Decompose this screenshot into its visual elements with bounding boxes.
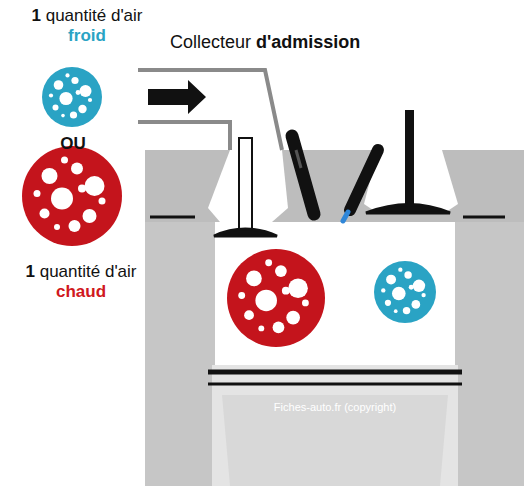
cold-air-label: 1 quantité d'air froid <box>28 6 146 47</box>
cold-air-circle <box>374 261 436 323</box>
manifold-wall <box>138 70 282 150</box>
air-bubble <box>265 259 272 266</box>
air-bubble <box>71 77 78 84</box>
air-bubble <box>49 93 53 97</box>
air-bubble <box>302 299 309 306</box>
air-bubble <box>53 105 59 111</box>
air-bubble <box>288 278 308 298</box>
air-bubble <box>398 268 402 272</box>
air-bubble <box>381 288 385 292</box>
air-bubble <box>404 271 411 278</box>
manifold-label: Collecteur d'admission <box>170 32 430 54</box>
air-bubble <box>403 307 410 314</box>
air-bubble <box>255 290 277 312</box>
hot-air-label: 1 quantité d'air chaud <box>22 262 140 303</box>
air-bubble <box>258 325 264 331</box>
hot-air-circle <box>22 146 122 246</box>
air-bubble <box>61 114 65 118</box>
air-bubble <box>78 185 86 193</box>
intake-valve-stem <box>239 138 252 230</box>
air-bubbles <box>34 73 426 333</box>
cold-air-circle <box>42 67 102 127</box>
air-bubble <box>273 322 285 334</box>
air-bubble <box>99 198 106 205</box>
air-bubble <box>88 98 92 102</box>
air-bubble <box>76 90 81 95</box>
air-bubble <box>409 285 414 290</box>
air-bubble <box>286 311 300 325</box>
exhaust-valve <box>366 205 450 214</box>
air-bubble <box>421 293 425 297</box>
intake-valve <box>214 229 277 236</box>
air-bubble <box>54 80 64 90</box>
air-bubble <box>69 220 81 232</box>
piston-ring <box>208 383 462 386</box>
air-bubble <box>385 300 391 306</box>
air-bubble <box>394 309 398 313</box>
engine-block <box>145 150 524 486</box>
hot-air-circle <box>227 249 325 347</box>
air-bubble <box>386 275 396 285</box>
air-bubble <box>61 157 68 164</box>
air-bubble <box>34 190 41 197</box>
air-bubble <box>78 105 86 113</box>
air-bubble <box>65 73 69 77</box>
air-bubble <box>40 209 50 219</box>
air-bubble <box>413 280 425 292</box>
manifold-wall <box>138 122 230 150</box>
air-bubble <box>42 168 58 184</box>
injector-tip <box>343 212 348 221</box>
air-bubble <box>80 85 92 97</box>
air-bubble <box>70 111 77 118</box>
air-bubble <box>51 188 73 210</box>
flow-arrow <box>148 80 206 114</box>
air-bubble <box>71 163 83 175</box>
air-bubble <box>275 265 287 277</box>
piston-skirt <box>222 395 448 486</box>
injector <box>292 136 314 214</box>
gasket-line <box>150 216 195 219</box>
air-bubble <box>244 310 254 320</box>
exhaust-valve-stem <box>405 110 414 210</box>
air-bubble <box>392 287 406 301</box>
air-bubble <box>412 300 421 309</box>
air-bubble <box>54 224 60 230</box>
cylinder <box>215 222 455 367</box>
air-bubble <box>238 292 245 299</box>
injector-detail <box>296 150 301 168</box>
piston-ring <box>208 370 462 375</box>
air-bubble <box>246 271 262 287</box>
air-bubble <box>59 92 72 105</box>
or-label: OU <box>52 134 94 154</box>
gasket-line <box>463 216 505 219</box>
air-bubble <box>85 176 105 196</box>
cylinder-head <box>145 150 524 222</box>
air-bubble <box>83 209 97 223</box>
air-bubble <box>282 287 290 295</box>
watermark: Fiches-auto.fr (copyright) <box>260 401 410 414</box>
spark-plug <box>350 150 378 210</box>
